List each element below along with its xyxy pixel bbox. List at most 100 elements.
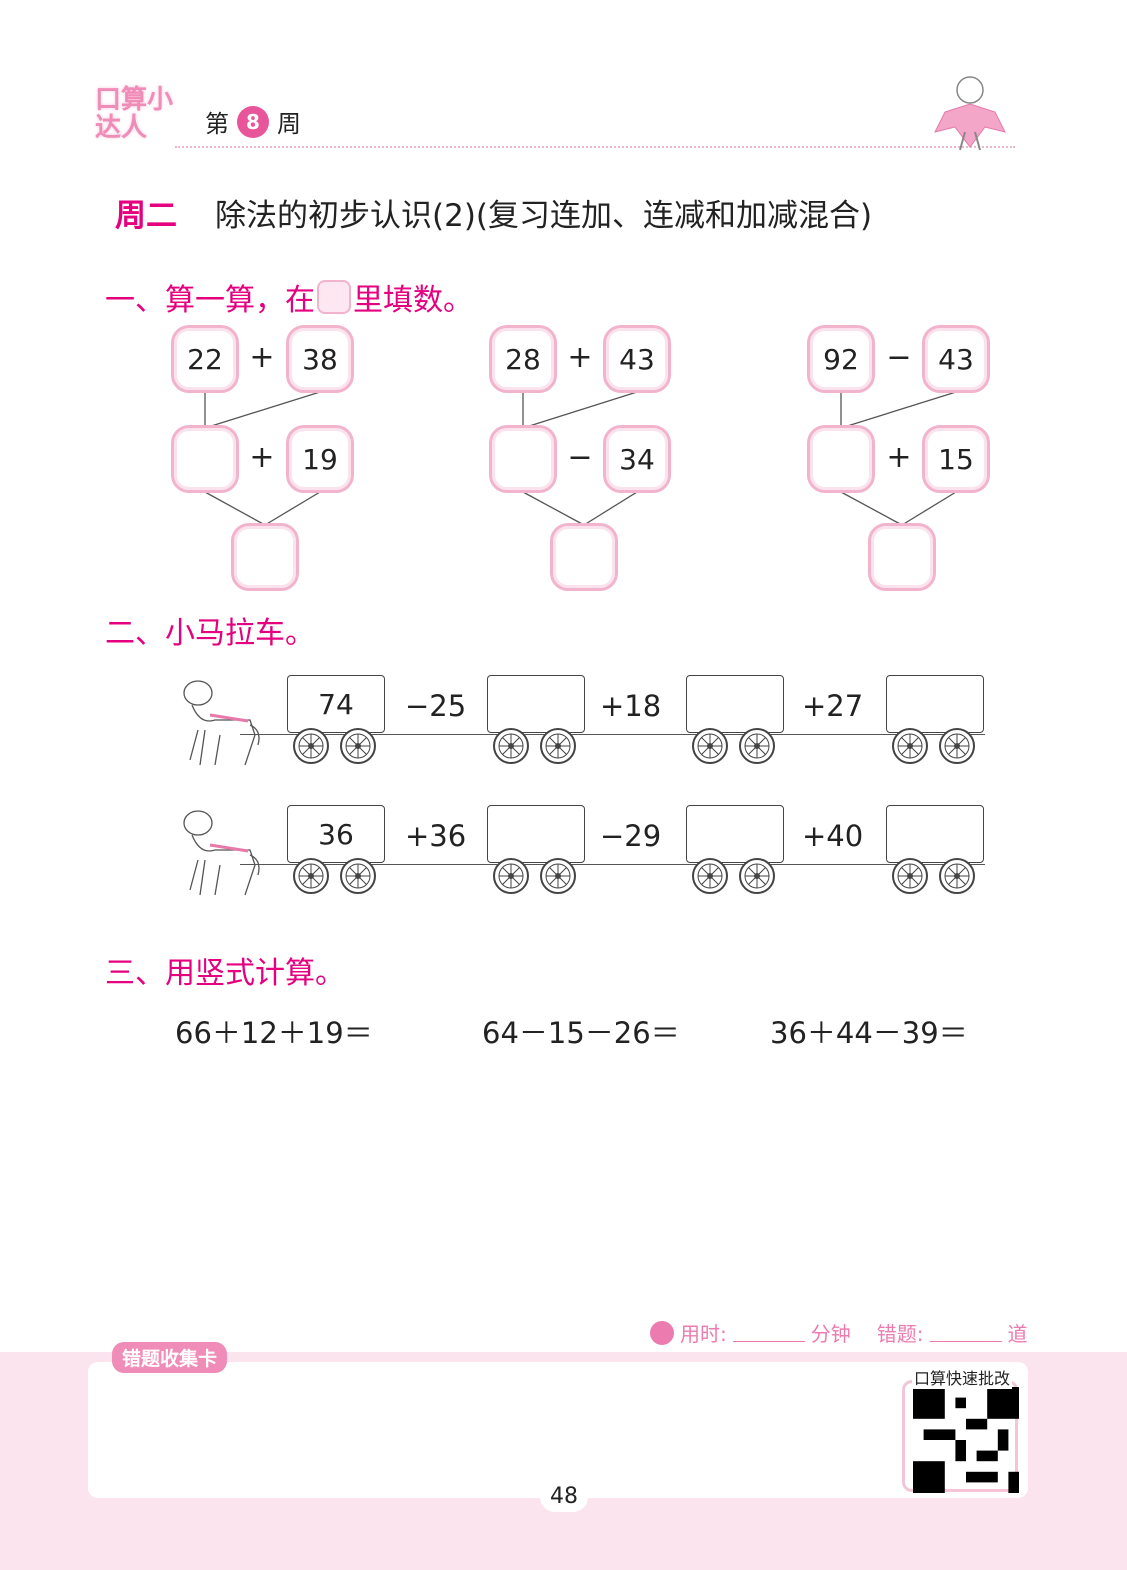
answer-box[interactable] — [231, 523, 299, 591]
wheel-icon — [939, 728, 975, 764]
number-box: 38 — [286, 325, 354, 393]
train-track — [240, 864, 985, 865]
qr-code-icon — [913, 1387, 1019, 1493]
section3-heading: 三、用竖式计算。 — [105, 956, 345, 991]
connector-lines — [204, 391, 957, 526]
number: 19 — [302, 442, 338, 476]
expression: 66＋12＋19＝ — [175, 1016, 373, 1050]
number-box: 43 — [603, 325, 671, 393]
errors-field[interactable] — [929, 1324, 1002, 1342]
wheel-icon — [340, 858, 376, 894]
week-label: 第 8 周 — [205, 104, 301, 139]
pony-icon — [183, 680, 260, 766]
answer-box[interactable] — [171, 425, 239, 493]
logo: 口算小达人 — [95, 86, 175, 146]
train-operation: +18 — [600, 689, 662, 723]
train-cart[interactable] — [487, 805, 585, 863]
start-number: 74 — [318, 687, 354, 721]
operator: − — [567, 440, 593, 475]
qr-label: 口算快速批改 — [912, 1365, 1013, 1389]
card-label: 错题收集卡 — [112, 1342, 228, 1373]
section2-heading: 二、小马拉车。 — [105, 616, 315, 651]
train-cart[interactable] — [686, 805, 784, 863]
wheel-icon — [340, 728, 376, 764]
number: 15 — [938, 442, 974, 476]
wheel-icon — [692, 728, 728, 764]
number: 38 — [302, 342, 338, 376]
number-box: 43 — [922, 325, 990, 393]
time-unit: 分钟 — [810, 1322, 851, 1346]
operator: − — [886, 340, 912, 375]
number-box: 92 — [807, 325, 875, 393]
answer-box[interactable] — [550, 523, 618, 591]
week-number: 8 — [246, 109, 260, 134]
number: 28 — [505, 342, 541, 376]
wheel-icon — [739, 728, 775, 764]
page-title: 周二 除法的初步认识(2)(复习连加、连减和加减混合) — [115, 190, 872, 235]
number-box: 28 — [489, 325, 557, 393]
mascot-icon — [934, 76, 1006, 151]
wheel-icon — [540, 728, 576, 764]
blank-box-icon — [317, 280, 351, 314]
expression: 64－15－26＝ — [482, 1016, 680, 1050]
header-divider — [175, 146, 1015, 148]
errors-unit: 道 — [1007, 1322, 1028, 1346]
page-number: 48 — [540, 1482, 588, 1512]
section1-heading: 一、算一算，在 里填数。 — [105, 275, 473, 319]
start-number: 36 — [318, 817, 354, 851]
wheel-icon — [892, 728, 928, 764]
number: 22 — [187, 342, 223, 376]
operator: + — [567, 340, 593, 375]
answer-box[interactable] — [489, 425, 557, 493]
heading-text: 里填数。 — [353, 283, 473, 318]
heading-text: 一、算一算，在 — [105, 283, 315, 318]
train-cart[interactable] — [686, 675, 784, 733]
operator: + — [249, 440, 275, 475]
wheel-icon — [293, 858, 329, 894]
train-track — [240, 734, 985, 735]
time-label: 用时: — [680, 1322, 727, 1346]
wheel-icon — [892, 858, 928, 894]
week-suffix: 周 — [277, 110, 301, 138]
number: 43 — [938, 342, 974, 376]
alarm-clock-icon: 8 — [237, 105, 269, 138]
train-operation: −25 — [405, 689, 467, 723]
wheel-icon — [939, 858, 975, 894]
train-operation: +27 — [802, 689, 864, 723]
train-operation: +36 — [405, 819, 467, 853]
number: 92 — [823, 342, 859, 376]
wheel-icon — [493, 728, 529, 764]
number-box: 34 — [603, 425, 671, 493]
train-operation: −29 — [600, 819, 662, 853]
number: 43 — [619, 342, 655, 376]
number-box: 19 — [286, 425, 354, 493]
wheel-icon — [739, 858, 775, 894]
logo-text: 口算小达人 — [95, 85, 174, 143]
error-collection-card[interactable] — [88, 1362, 1028, 1498]
number-box: 22 — [171, 325, 239, 393]
train-cart: 74 — [287, 675, 385, 733]
day-label: 周二 — [115, 198, 177, 234]
train-cart[interactable] — [886, 805, 984, 863]
qr-code[interactable] — [902, 1380, 1019, 1493]
train-cart[interactable] — [487, 675, 585, 733]
time-field[interactable] — [732, 1324, 805, 1342]
wheel-icon — [493, 858, 529, 894]
train-operation: +40 — [802, 819, 864, 853]
operator: + — [886, 440, 912, 475]
wheel-icon — [692, 858, 728, 894]
train-cart: 36 — [287, 805, 385, 863]
wheel-icon — [540, 858, 576, 894]
wheel-icon — [293, 728, 329, 764]
week-prefix: 第 — [205, 110, 229, 138]
operator: + — [249, 340, 275, 375]
answer-box[interactable] — [807, 425, 875, 493]
stopwatch-icon — [650, 1320, 674, 1345]
number: 34 — [619, 442, 655, 476]
expression: 36＋44－39＝ — [770, 1016, 968, 1050]
errors-label: 错题: — [876, 1322, 924, 1346]
time-record: 用时: 分钟 错题: 道 — [650, 1318, 1028, 1347]
number-box: 15 — [922, 425, 990, 493]
answer-box[interactable] — [868, 523, 936, 591]
train-cart[interactable] — [886, 675, 984, 733]
